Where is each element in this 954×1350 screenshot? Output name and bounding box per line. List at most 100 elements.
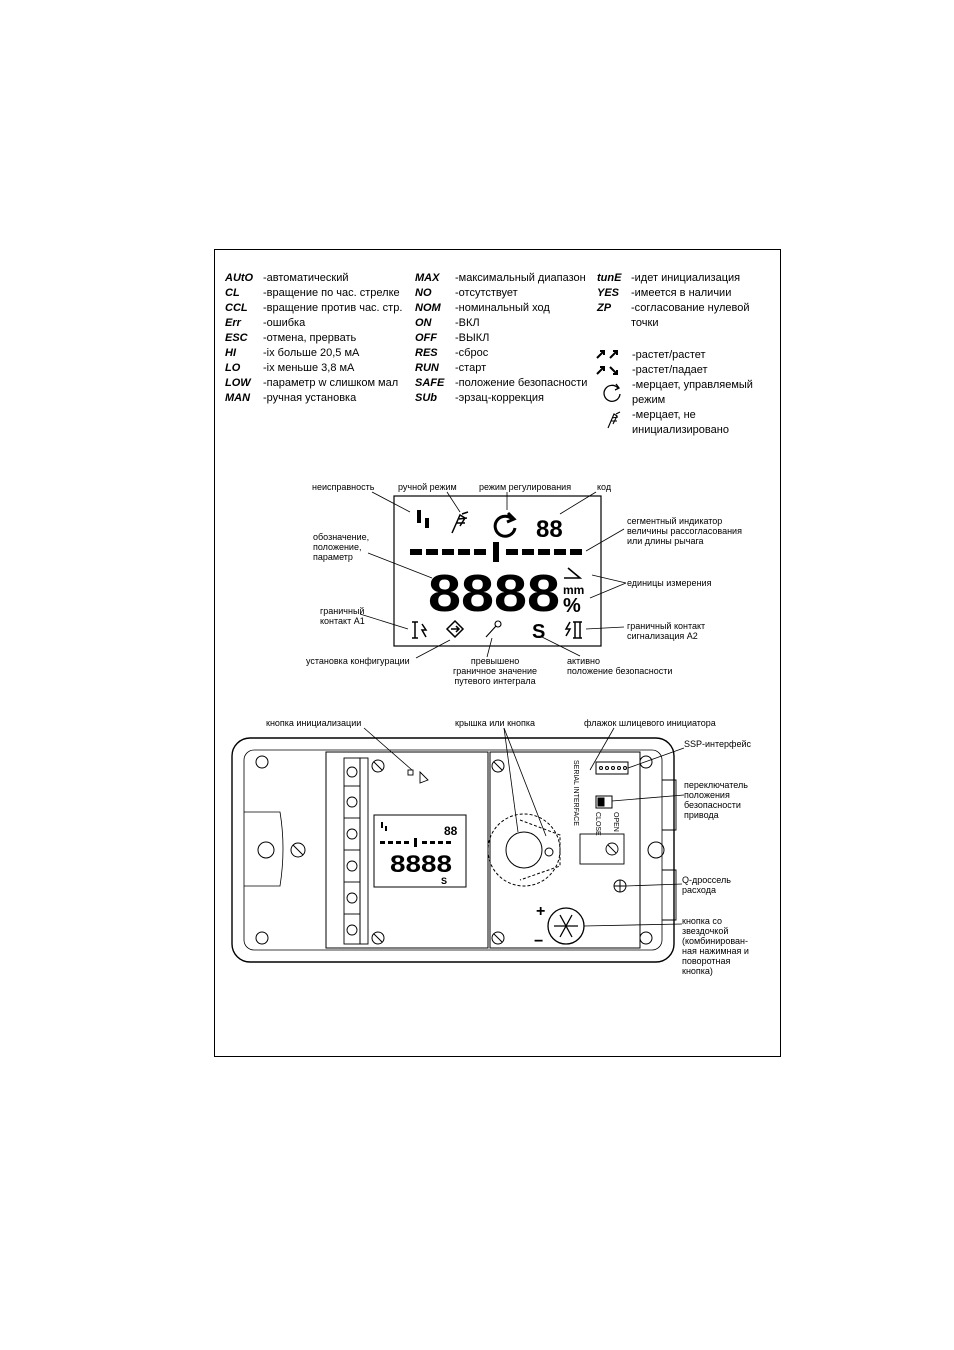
unit-percent: % [563,595,581,617]
legend-row: RES-сброс [415,347,489,359]
legend-row: AUtO-автоматический [225,272,349,284]
angle-unit-icon [564,567,583,579]
device-diagram: 88 8888 S SERIAL INTERFACE OPEN CLOSE + … [231,727,685,963]
config-icon [445,619,465,639]
label-safety-switch: переключатель положения безопасности при… [684,780,748,820]
rise-rise-arrows-icon [596,350,618,359]
small-lcd-safe: S [441,876,447,886]
legend-row: SAFE-положение безопасности [415,377,588,389]
legend-row: -мерцает, не [632,409,696,421]
main-digits: 8888 [428,565,560,623]
terminal-block [343,757,369,945]
right-compartment [489,751,641,949]
legend-col3: tunE-идет инициализация YES-имеется в на… [597,271,750,331]
small-lcd [373,814,467,888]
control-circle-icon [493,511,517,538]
star-knob[interactable] [547,907,585,945]
legend-row: режим [632,394,666,406]
legend-col2: MAX-максимальный диапазон NO-отсутствует… [415,271,587,406]
knob-plus: + [536,903,545,920]
legend-row: ON-ВКЛ [415,317,480,329]
knob-minus: − [534,933,543,950]
label-manual: ручной режим [398,482,457,492]
unit-mm: mm [563,583,584,597]
legend-row: tunE-идет инициализация [597,272,741,284]
legend-row: инициализировано [632,424,729,436]
legend-row: YES-имеется в наличии [597,287,732,299]
legend-row: CL-вращение по час. стрелке [225,287,400,299]
legend-row: RUN-старт [415,362,487,374]
safe-letter: S [532,621,545,643]
legend-row: ZP-согласование нулевой [597,302,750,314]
device-leader-lines [363,727,685,927]
switch-open-text: OPEN [612,812,619,832]
segment-bar [410,542,582,562]
path-integral-icon [485,620,502,638]
side-connectors [662,779,677,921]
label-q-throttle: Q-дроссель расхода [682,875,731,895]
label-segment: сегментный индикатор величины рассогласо… [627,516,742,546]
cover-knob[interactable] [487,813,561,887]
label-designation: обозначение, положение, параметр [313,532,370,562]
legend-row: ESC-отмена, прервать [225,332,357,344]
label-fault: неисправность [312,482,375,492]
legend-row: точки [631,317,659,329]
rise-fall-arrows-icon [596,366,618,375]
legend-row: CCL-вращение против час. стр. [225,302,403,314]
blink-circle-icon [603,383,621,402]
small-lcd-content [380,822,451,847]
legend-row: -растет/падает [632,364,708,376]
switch-close-text: CLOSE [594,812,601,836]
legend-row: -мерцает, управляемый [632,379,753,391]
label-config: установка конфигурации [306,656,410,666]
legend-row: NOM-номинальный ход [415,302,550,314]
small-lcd-code: 88 [444,824,458,838]
label-integral: превышено граничное значение путевого ин… [453,656,538,686]
housing-inner [243,749,663,951]
label-control: режим регулирования [479,482,572,492]
legend-symbol-descs: -растет/растет -растет/падает -мерцает, … [632,348,753,438]
q-throttle[interactable] [613,879,627,893]
label-init-button: кнопка инициализации [266,718,362,728]
label-limit-a1: граничный контакт A1 [320,606,365,626]
blink-hand-icon [607,411,621,429]
legend-row: -растет/растет [632,349,706,361]
lcd-display-diagram: 88 8888 mm % S [359,491,627,659]
small-lcd-digits: 8888 [390,851,452,878]
ssp-connector[interactable] [595,761,629,775]
legend-row: OFF-ВЫКЛ [415,332,490,344]
legend-row: Err-ошибка [225,317,306,329]
code-digits: 88 [536,516,563,543]
board-screws [371,759,505,945]
label-ssp: SSP-интерфейс [684,739,751,749]
corner-screws [255,755,653,945]
legend-col1: AUtO-автоматический CL-вращение по час. … [225,271,402,406]
label-cover: крышка или кнопка [455,718,536,728]
label-star-knob: кнопка со звездочкой (комбинирован- ная … [682,916,749,976]
slot-initiator-flag [579,833,625,865]
manual-hand-icon [451,511,469,534]
legend-row: HI-ix больше 20,5 мА [225,347,360,359]
limit-contact-a2-icon [564,621,582,639]
legend-row: LO-ix меньше 3,8 мА [225,362,355,374]
legend-row: LOW-параметр w слишком мал [225,377,399,389]
housing-left-lug [244,811,284,887]
lcd-leader-lines [359,491,627,659]
mount-hole-left [257,841,275,859]
diagram-frame [214,249,781,1057]
serial-interface-text: SERIAL INTERFACE [572,760,579,826]
fault-icon [417,510,429,528]
label-units: единицы измерения [627,578,712,588]
init-button-icon[interactable] [407,769,429,784]
limit-contact-a1-icon [412,621,428,639]
label-safe: активно положение безопасности [567,656,673,676]
legend-row: MAN-ручная установка [225,392,357,404]
legend-row: NO-отсутствует [415,287,518,299]
safety-switch[interactable] [595,795,613,809]
label-limit-a2: граничный контакт сигнализация A2 [627,621,706,641]
mount-hole-right [647,841,665,859]
legend-row: SUb-эрзац-коррекция [415,392,545,404]
label-code: код [597,482,612,492]
legend-symbol-icons [596,350,621,429]
housing-outer [231,737,675,963]
